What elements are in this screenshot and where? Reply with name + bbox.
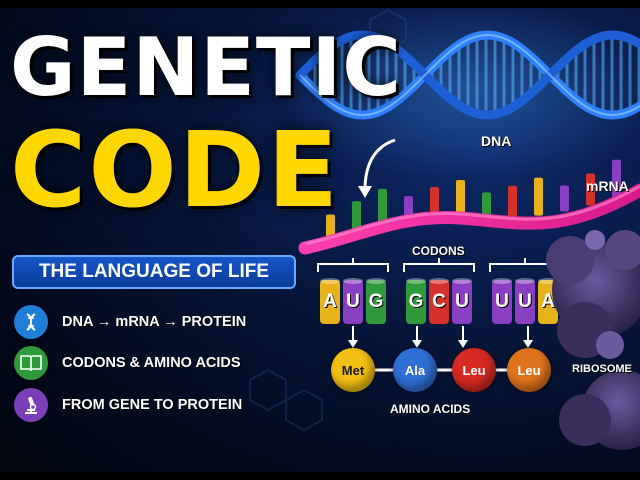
feature-label: DNA → mRNA → PROTEIN [62,314,247,330]
feature-label: FROM GENE TO PROTEIN [62,397,243,413]
feature-dna-to-protein: DNA → mRNA → PROTEIN [14,305,246,339]
mrna-base [586,173,595,206]
top-letterbox [0,0,640,8]
codon-cylinder-top [320,278,340,284]
mrna-base [378,188,387,227]
ribosome-label: RIBOSOME [572,363,632,375]
amino-acid-ala: Ala [393,348,437,392]
transcription-arrow [363,138,396,191]
title-line-1: GENETIC [10,21,402,114]
mrna-base [612,159,621,198]
codon-brackets [317,258,561,272]
amino-acid-met: Met [331,348,375,392]
mrna-label: mRNA [586,178,629,194]
amino-acids-label: AMINO ACIDS [390,402,471,416]
codon-cylinder-top [429,278,449,284]
subtitle-banner: THE LANGUAGE OF LIFE [12,255,296,289]
feature-codons: CODONS & AMINO ACIDS [14,346,241,380]
ribosome-graphic [546,230,640,450]
codons-label: CODONS [412,244,465,258]
amino-acid-leu: Leu [452,348,496,392]
dna-icon [14,305,48,339]
codon-base-cylinder [343,280,363,324]
feature-gene-to-protein: FROM GENE TO PROTEIN [14,388,242,422]
mrna-base [326,214,335,241]
dna-strand-highlight [299,33,640,117]
codon-letter: C [432,291,446,312]
codon-letter: G [368,291,384,312]
codon-letter: A [541,291,555,312]
mrna-strand-highlight [304,184,640,246]
codon-cylinder-top [452,278,472,284]
dna-helix [295,30,640,120]
codon-cylinder-top [343,278,363,284]
mrna-bases [326,159,621,241]
codon-base-cylinder [406,280,426,324]
translation-arrow-heads [348,340,533,348]
mrna-base [352,201,361,234]
codon-letter: U [518,291,532,312]
background-glow [270,0,640,180]
codon-base-cylinder [515,280,535,324]
microscope-icon [14,388,48,422]
codon-base-cylinder [366,280,386,324]
codon-cylinder-top [406,278,426,284]
codon-base-cylinder [452,280,472,324]
codon-cylinder-top [366,278,386,284]
amino-acid-leu: Leu [507,348,551,392]
translation-arrows [352,326,529,342]
codon-letter: U [455,291,469,312]
mrna-base [560,185,569,212]
mrna-strand [298,183,640,255]
codon-base-cylinder [429,280,449,324]
codon-letter: A [323,291,337,312]
codon-base-cylinder [320,280,340,324]
dna-label: DNA [481,133,512,149]
codon-letter: G [408,291,424,312]
mrna-base [534,177,543,216]
transcription-arrow-head [358,186,372,198]
codon-cylinder-top [492,278,512,284]
mrna-base [430,187,439,220]
feature-label: CODONS & AMINO ACIDS [62,355,241,371]
title-line-2: CODE [10,109,341,231]
codon-letter: U [346,291,360,312]
book-icon [14,346,48,380]
dna-strand [295,30,640,120]
mrna-base [482,192,491,219]
codon-base-cylinder [492,280,512,324]
bottom-letterbox [0,472,640,480]
codon-letter: U [495,291,509,312]
mrna-base [456,180,465,218]
codon-cylinder-top [515,278,535,284]
mrna-base [508,185,517,218]
